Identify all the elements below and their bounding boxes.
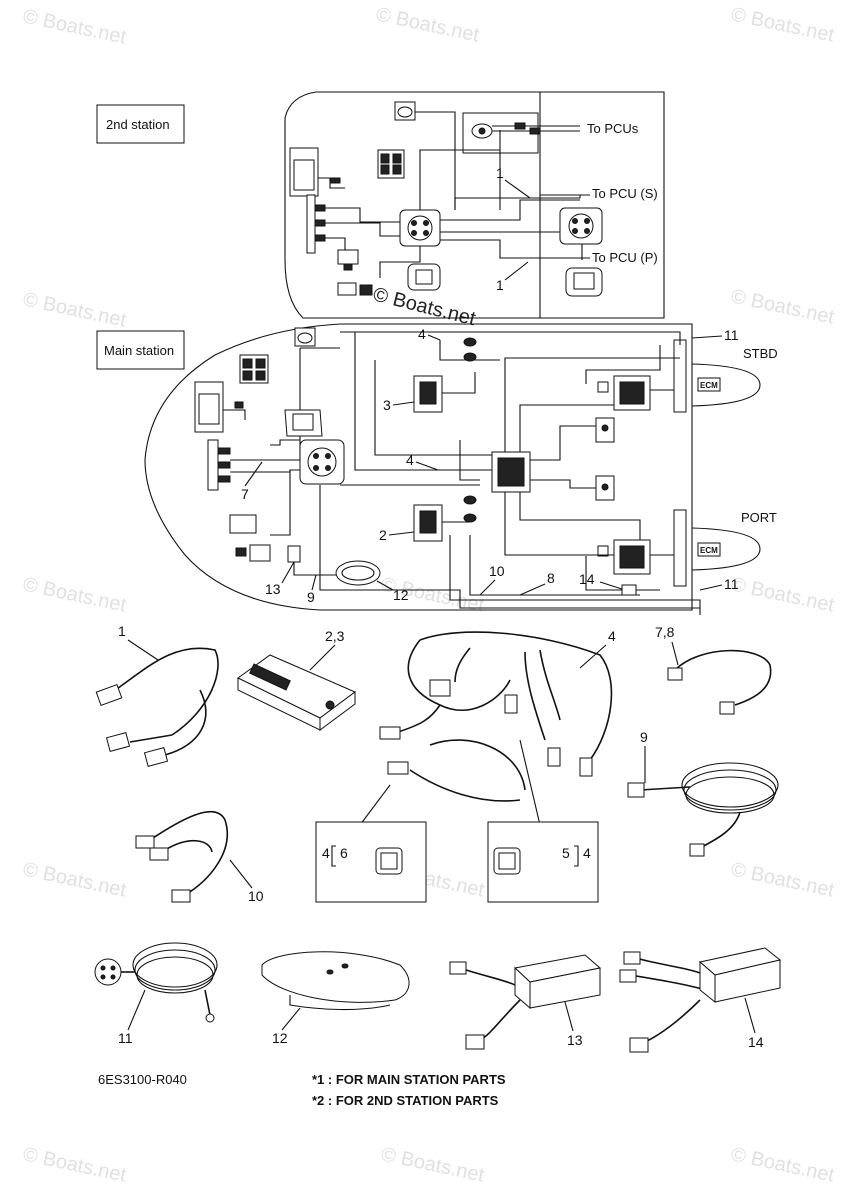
callout-11: 11 xyxy=(724,576,739,592)
port-label: PORT xyxy=(741,510,777,525)
detail-left-outer: 4 xyxy=(322,845,330,861)
watermark: © Boats.net xyxy=(729,1143,837,1186)
part-14-module: 14 xyxy=(619,947,782,1053)
callout-12: 12 xyxy=(393,587,409,603)
callout-13: 13 xyxy=(265,581,281,597)
footer: 6ES3100-R040 *1 : FOR MAIN STATION PARTS… xyxy=(98,1072,506,1108)
watermark: © Boats.net xyxy=(21,288,129,331)
callout-1: 1 xyxy=(496,165,504,181)
callout-14: 14 xyxy=(579,571,595,587)
part-9-cable: 9 xyxy=(627,729,779,857)
part-13-module: 13 xyxy=(449,954,602,1050)
watermark: © Boats.net xyxy=(21,1143,129,1186)
callout-4: 4 xyxy=(406,452,414,468)
part-label-7-8: 7,8 xyxy=(655,624,675,640)
part-2-3-module: 2,3 xyxy=(237,628,356,731)
watermark: © Boats.net xyxy=(729,858,837,901)
callout-11: 11 xyxy=(724,327,739,343)
part-12-cover: 12 xyxy=(261,951,410,1046)
part-10-harness: 10 xyxy=(135,810,264,904)
to-pcus-label: To PCUs xyxy=(587,121,639,136)
watermarks: © Boats.net © Boats.net © Boats.net © Bo… xyxy=(21,3,837,1186)
part-4-harness: 4 xyxy=(359,628,616,826)
watermark-center: © Boats.net xyxy=(371,284,478,331)
detail-left-inner: 6 xyxy=(340,845,348,861)
diagram-code: 6ES3100-R040 xyxy=(98,1072,187,1087)
watermark: © Boats.net xyxy=(374,3,482,46)
watermark: © Boats.net xyxy=(21,5,129,48)
part-label-10: 10 xyxy=(248,888,264,904)
part-1-harness: 1 xyxy=(95,623,219,767)
note-2nd-station: *2 : FOR 2ND STATION PARTS xyxy=(312,1093,499,1108)
stbd-label: STBD xyxy=(743,346,778,361)
watermark: © Boats.net xyxy=(379,1143,487,1186)
watermark: © Boats.net xyxy=(21,573,129,616)
detail-right-outer: 4 xyxy=(583,845,591,861)
part-label-14: 14 xyxy=(748,1034,764,1050)
watermark: © Boats.net xyxy=(21,858,129,901)
watermark: © Boats.net xyxy=(729,285,837,328)
connector-detail-left: 4 6 xyxy=(315,821,427,903)
callout-3: 3 xyxy=(383,397,391,413)
callout-7: 7 xyxy=(241,486,249,502)
part-label-11: 11 xyxy=(118,1030,133,1046)
connector-detail-right: 5 4 xyxy=(487,821,599,903)
second-station-title: 2nd station xyxy=(106,117,170,132)
main-station-title: Main station xyxy=(104,343,174,358)
part-label-1: 1 xyxy=(118,623,126,639)
ecm-label-stbd: ECM xyxy=(700,381,718,390)
callout-9: 9 xyxy=(307,589,315,605)
part-7-8-cable: 7,8 xyxy=(655,624,772,715)
part-label-9: 9 xyxy=(640,729,648,745)
part-11-cable: 11 xyxy=(94,942,218,1046)
second-station-diagram: 2nd station To PCUs xyxy=(96,91,665,319)
detail-right-inner: 5 xyxy=(562,845,570,861)
callout-4: 4 xyxy=(418,326,426,342)
watermark: © Boats.net xyxy=(729,573,837,616)
part-label-12: 12 xyxy=(272,1030,288,1046)
part-label-2-3: 2,3 xyxy=(325,628,345,644)
callout-8: 8 xyxy=(547,570,555,586)
note-main-station: *1 : FOR MAIN STATION PARTS xyxy=(312,1072,506,1087)
part-label-4: 4 xyxy=(608,628,616,644)
parts-illustrations: 1 2,3 4 xyxy=(94,623,782,1053)
to-pcu-s-label: To PCU (S) xyxy=(592,186,658,201)
ecm-label-port: ECM xyxy=(700,546,718,555)
main-station-diagram: Main station ECM STBD ECM PORT xyxy=(96,323,778,615)
callout-2: 2 xyxy=(379,527,387,543)
watermark: © Boats.net xyxy=(729,3,837,46)
callout-10: 10 xyxy=(489,563,505,579)
to-pcu-p-label: To PCU (P) xyxy=(592,250,658,265)
part-label-13: 13 xyxy=(567,1032,583,1048)
callout-1: 1 xyxy=(496,277,504,293)
